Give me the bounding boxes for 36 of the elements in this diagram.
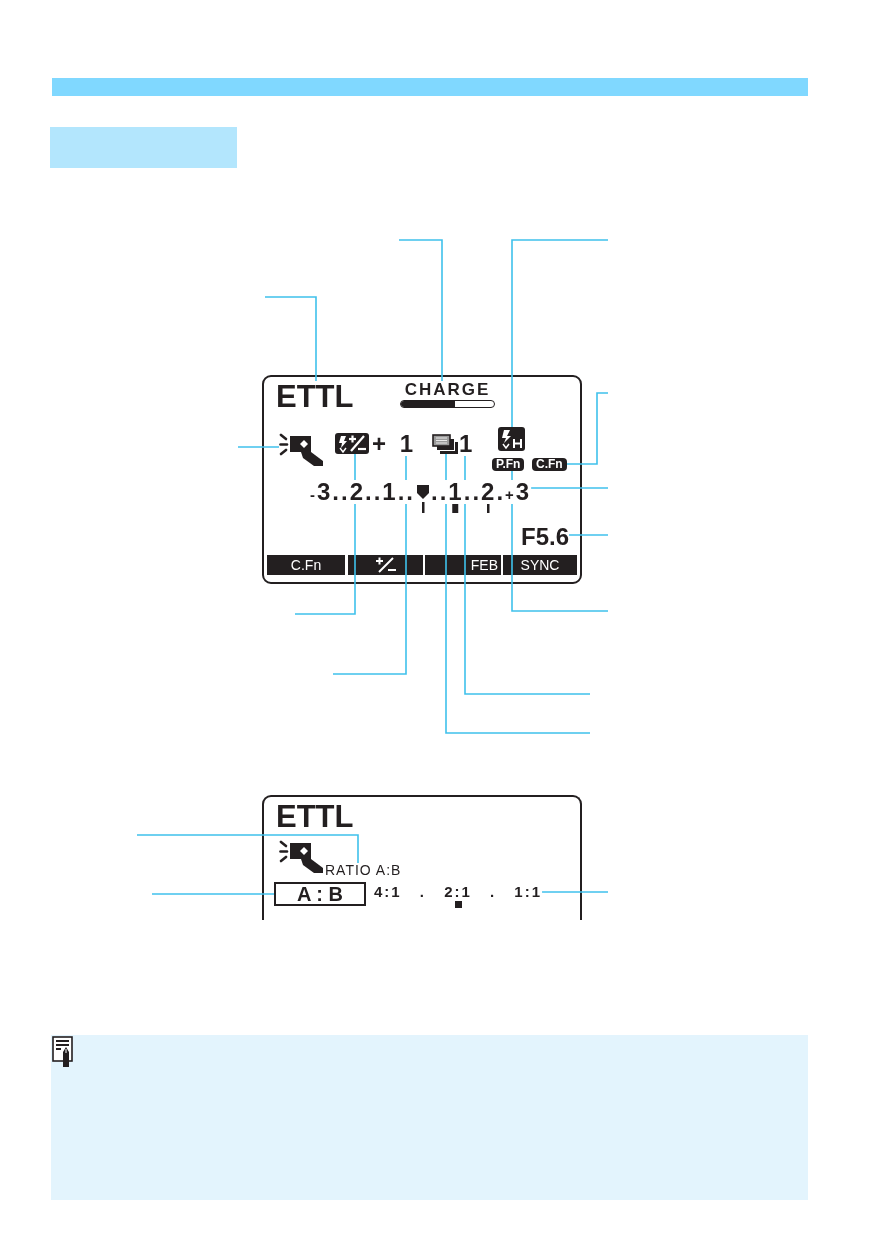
leader-line — [511, 239, 609, 428]
value-text: 1 — [459, 432, 473, 456]
leader-line — [264, 296, 317, 382]
stacked-frames-icon — [432, 434, 458, 454]
leader-line — [237, 446, 280, 448]
ratio-box: A : B — [274, 882, 366, 906]
ratio-scale-text: 4:1 . 2:1 . 1:1 — [374, 884, 543, 899]
leader-line — [332, 455, 407, 675]
mode-text: ETTL — [276, 801, 354, 832]
flash-icon — [279, 432, 323, 466]
lightning-h-icon — [498, 427, 525, 451]
ratio-text: RATIO A:B — [325, 863, 402, 877]
soft-key: FEB — [425, 555, 501, 575]
soft-key: C.Fn — [267, 555, 345, 575]
flash-compensation-icon — [335, 433, 369, 454]
section-tab — [50, 127, 237, 168]
value-text: + 1 — [372, 432, 414, 456]
mode-text: ETTL — [276, 381, 354, 412]
function-tag: P.Fn — [492, 458, 525, 471]
leader-line — [568, 534, 609, 536]
aperture-text: F5.6 — [521, 525, 570, 549]
leader-line — [294, 453, 356, 615]
lcd-panel — [262, 795, 582, 920]
leader-line — [541, 891, 609, 893]
leader-line — [464, 455, 591, 695]
leader-line — [445, 453, 591, 734]
function-tag: C.Fn — [532, 458, 567, 471]
status-text: CHARGE — [404, 381, 491, 398]
soft-key: SYNC — [503, 555, 577, 575]
leader-line — [398, 239, 443, 382]
leader-line — [136, 834, 359, 864]
leader-line — [151, 893, 275, 895]
lcd-panel — [262, 375, 582, 584]
leader-line — [511, 470, 609, 612]
leader-line — [530, 487, 609, 489]
leader-line — [565, 392, 609, 465]
